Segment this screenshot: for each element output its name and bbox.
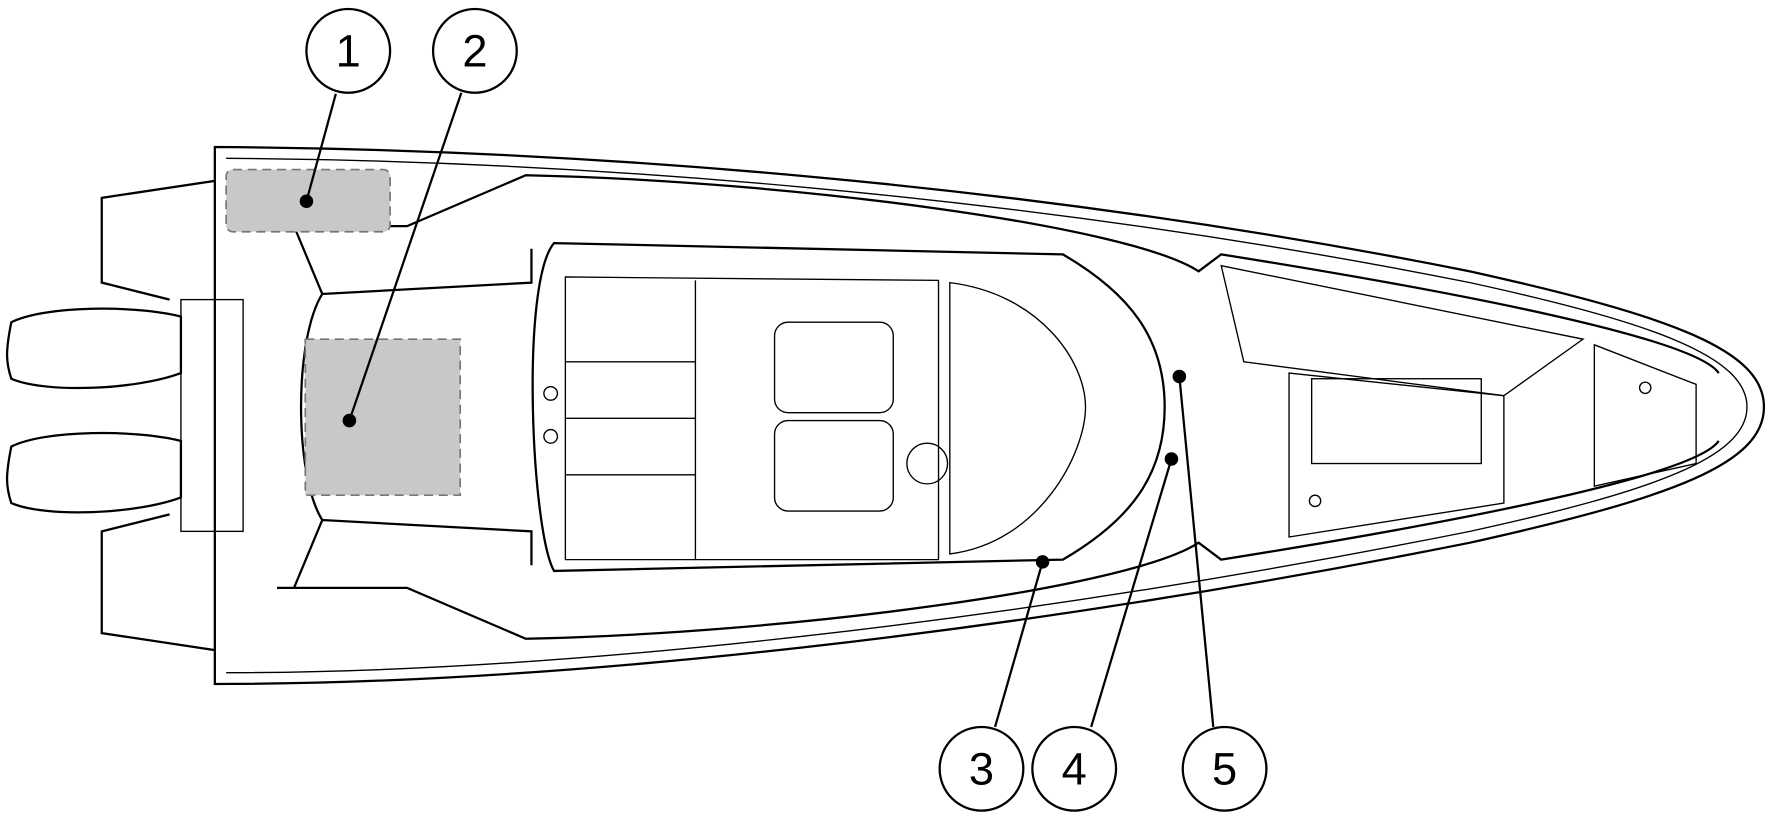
engines (5, 298, 244, 533)
callout-label: 3 (969, 743, 994, 794)
bow-locker (1220, 264, 1697, 538)
callout-5: 5 (1181, 725, 1268, 812)
hull (100, 145, 1766, 686)
callout-3: 3 (938, 725, 1025, 812)
callout-label: 5 (1212, 743, 1237, 794)
zone-2 (304, 338, 462, 497)
callout-1: 1 (305, 7, 392, 94)
cockpit (531, 241, 1166, 573)
callout-label: 1 (336, 25, 361, 76)
callout-label: 4 (1062, 743, 1087, 794)
leader-lines (299, 92, 1215, 728)
callout-label: 2 (462, 25, 487, 76)
callout-4: 4 (1031, 725, 1118, 812)
callout-2: 2 (431, 7, 518, 94)
